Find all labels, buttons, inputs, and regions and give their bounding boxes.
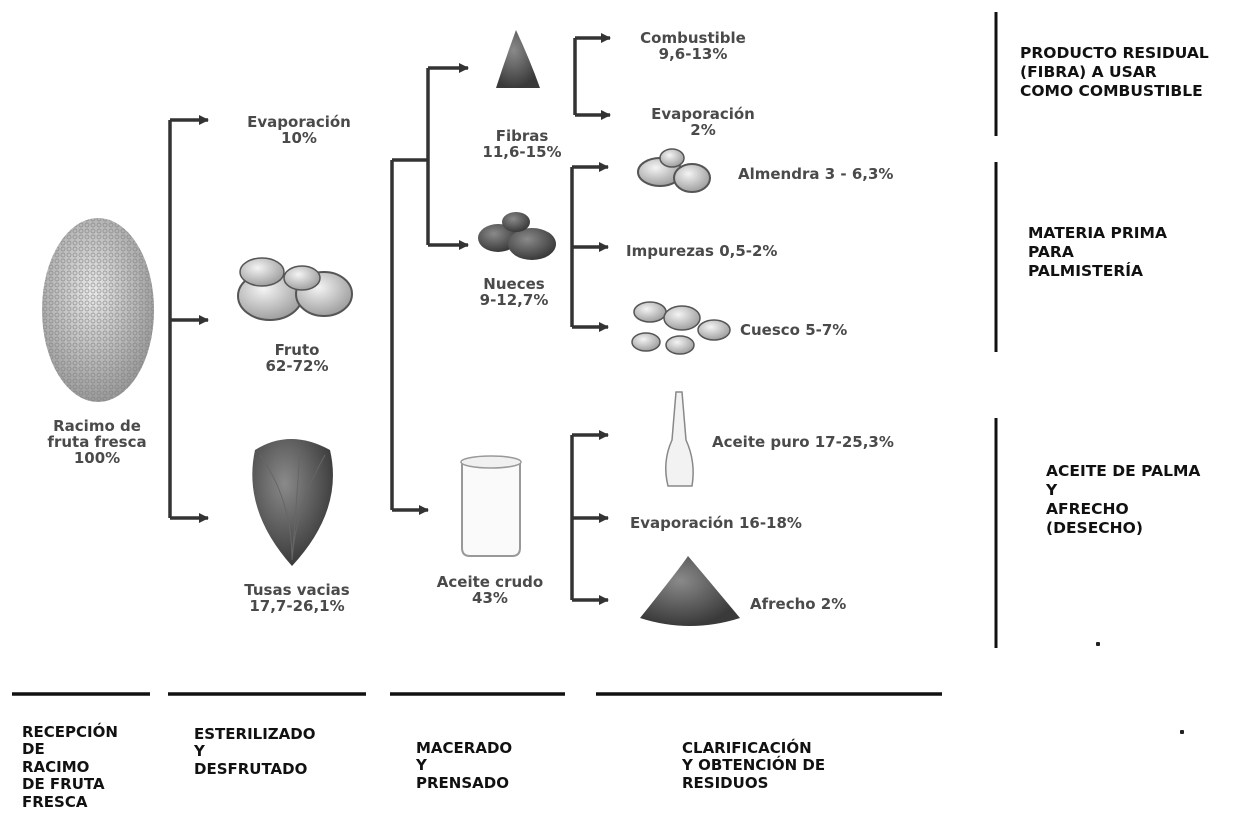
stage-clarificacion-line-2: Y OBTENCIÓN DE [682, 757, 825, 774]
stage-esterilizado-line-2: Y [194, 743, 316, 760]
step-combustible-line-2: 9,6-13% [618, 46, 768, 62]
side-label-residual-line-3: COMO COMBUSTIBLE [1020, 82, 1209, 101]
step-cuesco: Cuesco 5-7% [740, 322, 847, 338]
step-tusas-line-1: Tusas vacias [212, 582, 382, 598]
step-evaporacion-1-line-2: 10% [224, 130, 374, 146]
step-afrecho: Afrecho 2% [750, 596, 846, 612]
step-evaporacion-3: Evaporación 16-18% [630, 515, 802, 531]
stage-clarificacion-line-3: RESIDUOS [682, 775, 825, 792]
side-label-materia: MATERIA PRIMA PARA PALMISTERÍA [1028, 224, 1167, 281]
empty-bunch-icon [252, 439, 333, 566]
cone-pile-icon [640, 556, 740, 626]
step-racimo-line-1: Racimo de [22, 418, 172, 434]
step-fibras-line-1: Fibras [452, 128, 592, 144]
stage-recepcion-line-5: FRESCA [22, 794, 118, 811]
stage-clarificacion-line-1: CLARIFICACIÓN [682, 740, 825, 757]
step-evaporacion-2-line-1: Evaporación [628, 106, 778, 122]
connector-clarificacion [572, 38, 610, 600]
stage-recepcion-line-4: DE FRUTA [22, 776, 118, 793]
nuts-icon [478, 212, 556, 260]
step-aceite-crudo-line-2: 43% [420, 590, 560, 606]
bottle-icon [666, 392, 693, 486]
stage-recepcion-line-3: RACIMO [22, 759, 118, 776]
step-evaporacion-2: Evaporación 2% [628, 106, 778, 138]
fiber-pile-icon [496, 30, 540, 88]
step-nueces-line-2: 9-12,7% [444, 292, 584, 308]
stage-esterilizado-line-3: DESFRUTADO [194, 761, 316, 778]
step-nueces-line-1: Nueces [444, 276, 584, 292]
almond-icon [638, 149, 710, 192]
stage-macerado-line-2: Y [416, 757, 512, 774]
side-label-materia-line-2: PARA [1028, 243, 1167, 262]
stray-dot [1096, 642, 1100, 646]
side-label-aceite-line-3: AFRECHO [1046, 500, 1200, 519]
side-label-materia-line-1: MATERIA PRIMA [1028, 224, 1167, 243]
connector-esterilizado [170, 120, 208, 518]
side-label-aceite-line-1: ACEITE DE PALMA [1046, 462, 1200, 481]
palm-bunch-icon [42, 218, 154, 402]
stage-esterilizado: ESTERILIZADO Y DESFRUTADO [194, 726, 316, 778]
step-fruto-line-1: Fruto [222, 342, 372, 358]
step-evaporacion-2-line-2: 2% [628, 122, 778, 138]
side-label-aceite-line-4: (DESECHO) [1046, 519, 1200, 538]
side-label-aceite: ACEITE DE PALMA Y AFRECHO (DESECHO) [1046, 462, 1200, 538]
stage-recepcion-line-2: DE [22, 741, 118, 758]
stray-dot [1180, 730, 1184, 734]
step-aceite-crudo-line-1: Aceite crudo [420, 574, 560, 590]
stage-clarificacion: CLARIFICACIÓN Y OBTENCIÓN DE RESIDUOS [682, 740, 825, 792]
step-fibras: Fibras 11,6-15% [452, 128, 592, 160]
step-aceite-puro: Aceite puro 17-25,3% [712, 434, 894, 450]
step-racimo-line-3: 100% [22, 450, 172, 466]
step-nueces: Nueces 9-12,7% [444, 276, 584, 308]
shell-pile-icon [632, 302, 730, 354]
stage-esterilizado-line-1: ESTERILIZADO [194, 726, 316, 743]
step-fruto-line-2: 62-72% [222, 358, 372, 374]
step-fruto: Fruto 62-72% [222, 342, 372, 374]
step-impurezas: Impurezas 0,5-2% [626, 243, 777, 259]
step-aceite-crudo: Aceite crudo 43% [420, 574, 560, 606]
side-label-residual-line-1: PRODUCTO RESIDUAL [1020, 44, 1209, 63]
step-combustible: Combustible 9,6-13% [618, 30, 768, 62]
stage-macerado-line-1: MACERADO [416, 740, 512, 757]
stage-macerado: MACERADO Y PRENSADO [416, 740, 512, 792]
step-racimo-line-2: fruta fresca [22, 434, 172, 450]
stage-recepcion: RECEPCIÓN DE RACIMO DE FRUTA FRESCA [22, 724, 118, 811]
side-label-aceite-line-2: Y [1046, 481, 1200, 500]
step-tusas: Tusas vacias 17,7-26,1% [212, 582, 382, 614]
side-label-residual-line-2: (FIBRA) A USAR [1020, 63, 1209, 82]
stage-macerado-line-3: PRENSADO [416, 775, 512, 792]
step-almendra: Almendra 3 - 6,3% [738, 166, 893, 182]
step-evaporacion-1: Evaporación 10% [224, 114, 374, 146]
step-racimo: Racimo de fruta fresca 100% [22, 418, 172, 467]
step-combustible-line-1: Combustible [618, 30, 768, 46]
side-label-residual: PRODUCTO RESIDUAL (FIBRA) A USAR COMO CO… [1020, 44, 1209, 101]
fruit-cluster-icon [238, 258, 352, 320]
stage-recepcion-line-1: RECEPCIÓN [22, 724, 118, 741]
side-label-materia-line-3: PALMISTERÍA [1028, 262, 1167, 281]
step-tusas-line-2: 17,7-26,1% [212, 598, 382, 614]
beaker-icon [461, 456, 521, 556]
step-evaporacion-1-line-1: Evaporación [224, 114, 374, 130]
step-fibras-line-2: 11,6-15% [452, 144, 592, 160]
